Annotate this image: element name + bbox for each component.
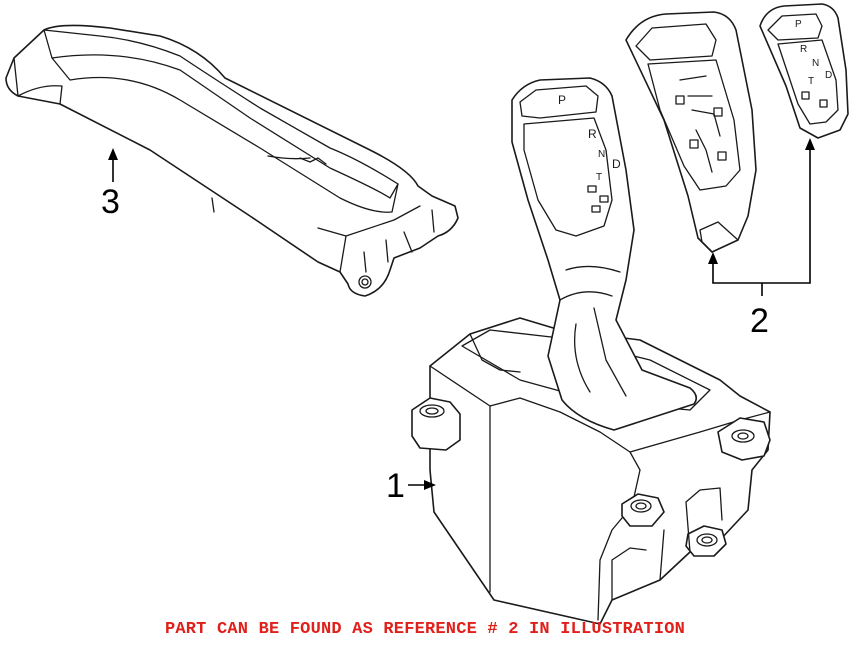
callout-3: 3 (101, 148, 120, 221)
gear-selector-lever: P R N D T (511, 77, 698, 431)
lever-tiptronic-glyph: T (596, 172, 602, 183)
lever-park-glyph: P (558, 93, 566, 107)
lever-neutral-glyph: N (598, 149, 605, 160)
shift-knob-view-small: P R N D T (759, 3, 849, 139)
reference-notice: PART CAN BE FOUND AS REFERENCE # 2 IN IL… (164, 620, 686, 639)
small-knob-neutral-glyph: N (812, 58, 819, 69)
callout-3-label: 3 (101, 183, 120, 221)
small-knob-tiptronic-glyph: T (808, 76, 814, 87)
small-knob-drive-glyph: D (825, 70, 832, 81)
lever-reverse-glyph: R (588, 127, 597, 141)
small-knob-reverse-glyph: R (800, 44, 807, 55)
callout-2: 2 (708, 138, 815, 340)
console-trim-bezel (5, 24, 459, 297)
small-knob-park-glyph: P (795, 19, 802, 30)
callout-2-label: 2 (750, 302, 769, 340)
callout-1: 1 (386, 467, 436, 505)
shift-knob-view-large (625, 11, 757, 253)
callout-1-label: 1 (386, 467, 405, 505)
lever-drive-glyph: D (612, 157, 621, 171)
